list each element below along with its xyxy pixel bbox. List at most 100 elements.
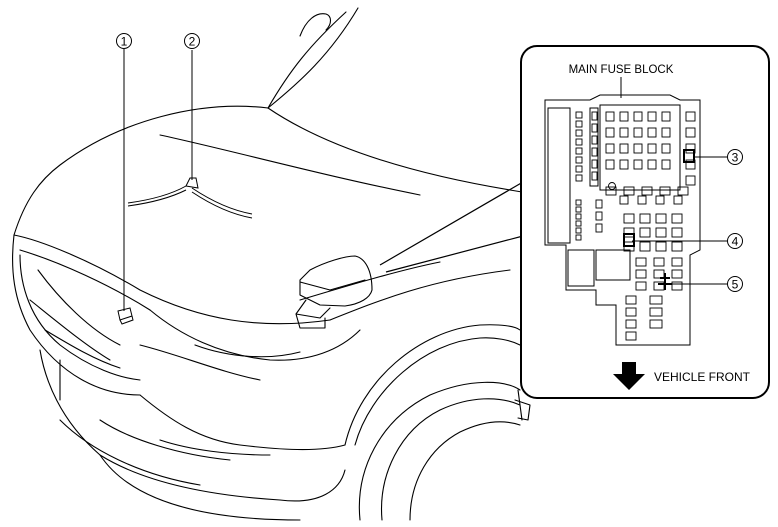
fuse [659,186,671,196]
fuse [633,111,643,122]
fuse [671,269,683,279]
fuse [575,111,583,119]
vehicle-front-arrow-icon [613,362,645,390]
fuse [619,143,629,154]
fuse [575,213,582,220]
svg-text:3: 3 [732,151,739,165]
fuse [619,195,629,205]
fuse [623,186,635,196]
fuse [575,165,583,173]
fuse [591,135,598,145]
fuse [671,281,683,291]
fuse [661,111,671,122]
fuse [575,234,582,241]
fuse [685,175,696,186]
callout-leaders-right [632,156,727,285]
fuse [653,257,665,267]
inset-pointer-lines [379,181,524,273]
fuse [635,257,647,267]
fuse [639,213,651,224]
fuse-block-inset: MAIN FUSE BLOCK 3 [520,45,770,399]
svg-text:2: 2 [189,35,196,49]
callout-1: 1 [116,33,132,49]
fuse-grid [575,111,696,341]
fuse [639,241,651,252]
fuse [595,199,603,209]
callout-3: 3 [727,149,743,165]
fuse [575,220,582,227]
fuse [671,241,683,252]
fuse [661,143,671,154]
fuse [605,186,617,196]
fuse [625,295,637,305]
fuse-highlights [623,149,695,290]
fuse [605,127,615,138]
fuse [605,111,615,122]
fuse [623,227,635,238]
washer-hose [127,177,253,219]
fuse [591,171,598,181]
fuse-connector [608,182,616,190]
fuse [633,159,643,170]
fuse [591,123,598,133]
svg-text:5: 5 [732,278,739,292]
fuse [635,269,647,279]
fuse [655,227,667,238]
fuse [655,241,667,252]
fuse [671,213,683,224]
fuse [641,186,653,196]
fuse [595,211,603,221]
fuse [591,147,598,157]
fuse [575,120,583,128]
callout-5: 5 [727,276,743,292]
fuse [649,319,663,329]
fuse [655,195,665,205]
fuse [637,195,647,205]
fuse [605,143,615,154]
fuse [633,143,643,154]
fuse [575,227,582,234]
svg-text:1: 1 [121,35,128,49]
main-fuse-block-label: MAIN FUSE BLOCK [569,64,674,76]
fuse [575,147,583,155]
fuse [605,159,615,170]
fuse [591,111,598,121]
fuse [677,186,689,196]
component-1-sensor [117,307,134,325]
fuse [661,127,671,138]
fuse [619,127,629,138]
fuse [575,199,582,206]
fuse [575,206,582,213]
fuse [575,129,583,137]
fuse [625,307,637,317]
fuse [623,213,635,224]
callout-2: 2 [184,33,200,49]
fuse [633,127,643,138]
fuse [647,111,657,122]
fuse [575,138,583,146]
fuse [649,307,663,317]
fuse [673,195,683,205]
fuse [655,213,667,224]
fuse [625,331,637,341]
fuse [639,227,651,238]
svg-text:4: 4 [732,235,739,249]
fuse [671,227,683,238]
fuse [685,111,696,122]
car-body-outline [12,7,531,521]
fuse [671,257,683,267]
fuse [625,319,637,329]
callout-4: 4 [727,233,743,249]
fuse [591,159,598,169]
fuse [619,159,629,170]
fuse [647,127,657,138]
fuse [635,281,647,291]
fuse [575,174,583,182]
fuse [647,159,657,170]
fuse [685,159,696,170]
fuse [619,111,629,122]
fuse [595,223,603,233]
vehicle-front-label: VEHICLE FRONT [654,370,751,384]
